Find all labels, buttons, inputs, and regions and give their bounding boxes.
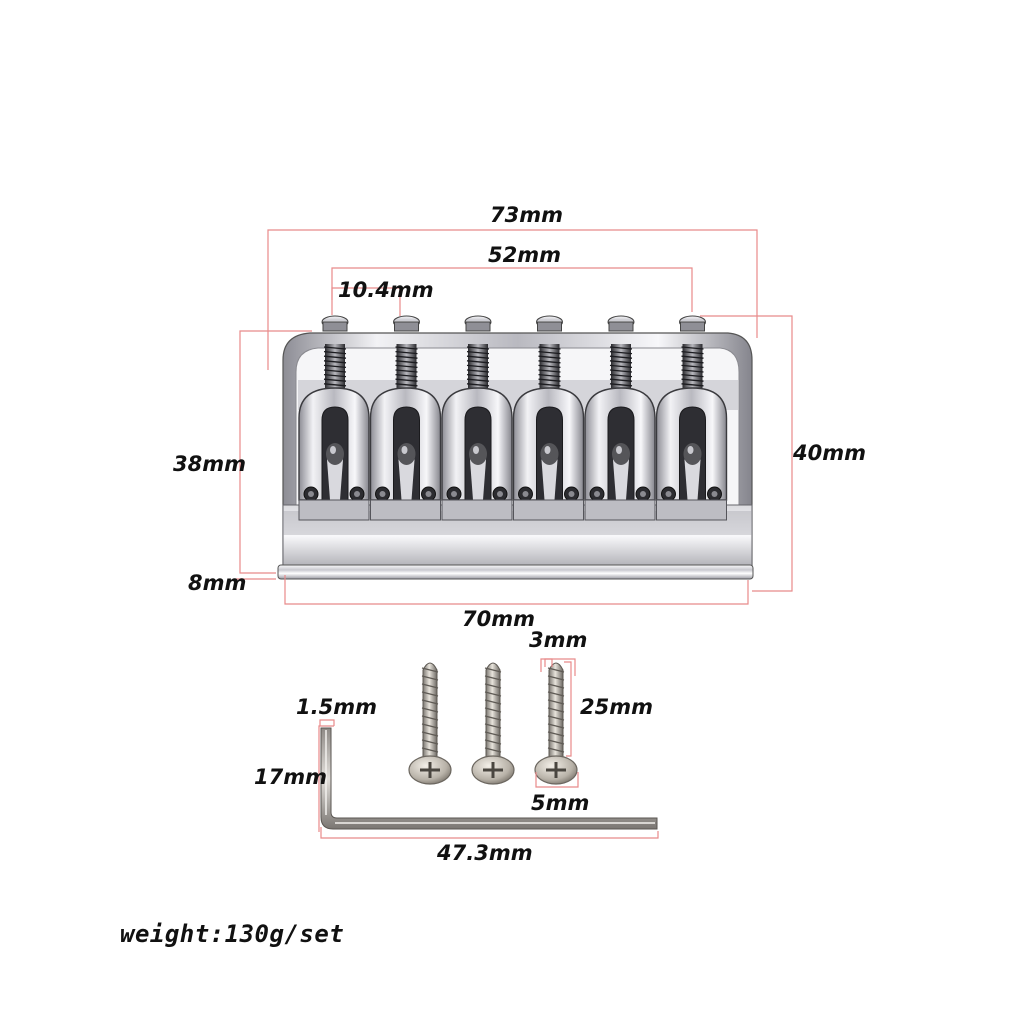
dim-wrench-long: 47.3mm	[437, 841, 533, 865]
saddle-4	[512, 315, 585, 521]
dim-screw-head: 5mm	[531, 791, 590, 815]
dim-screw-diameter: 3mm	[529, 628, 588, 652]
dim-base-width: 70mm	[462, 607, 535, 631]
weight-label: weight:130g/set	[120, 920, 345, 948]
dim-overall-width: 73mm	[490, 203, 563, 227]
saddle-5	[584, 315, 656, 521]
mounting-screws	[408, 662, 578, 785]
saddle-3	[441, 315, 513, 521]
dim-wrench-short: 17mm	[254, 765, 327, 789]
dim-outer-string-spacing: 52mm	[488, 243, 561, 267]
dim-length-right: 40mm	[793, 441, 866, 465]
saddle-2	[369, 315, 442, 521]
dim-screw-length: 25mm	[580, 695, 653, 719]
dim-base-height: 8mm	[188, 571, 247, 595]
saddle-1	[298, 315, 370, 521]
allen-wrench	[320, 727, 658, 830]
saddle-6	[655, 315, 728, 521]
dimension-lines	[236, 229, 793, 839]
mounting-screw-3	[534, 662, 578, 785]
mounting-screw-2	[471, 662, 515, 785]
dim-length-left: 38mm	[173, 452, 246, 476]
dim-wrench-size: 1.5mm	[296, 695, 377, 719]
mounting-screw-1	[408, 662, 452, 785]
dim-saddle-spacing: 10.4mm	[338, 278, 434, 302]
saddle-group	[298, 315, 728, 521]
